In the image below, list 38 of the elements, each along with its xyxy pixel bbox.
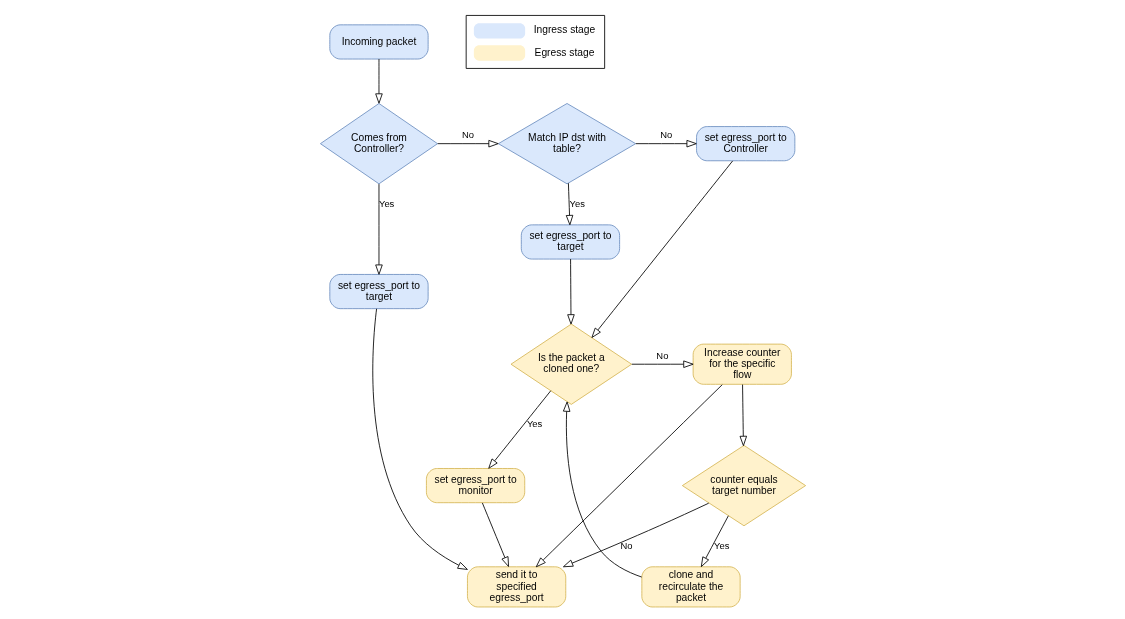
arrow [487,390,551,469]
edge-label: No [655,349,668,361]
node-box: Increase counter for the specific flow [692,343,792,385]
node-box: set egress_port to target [520,224,620,260]
node-box: clone and recirculate the packet [640,566,741,608]
arrow [565,182,573,226]
arrow [374,183,383,275]
arrow [562,401,642,578]
edge-label: Yes [378,197,394,209]
node-diamond: Match IP dst with table? [497,103,636,185]
node-diamond: Is the packet a cloned one? [510,323,632,405]
node-diamond: counter equals target number [681,445,806,527]
arrow [436,139,499,148]
arrow [630,360,694,368]
node-box: send it to specified egress_port [466,566,566,608]
arrow [739,384,747,447]
edge-label: Yes [713,539,729,551]
arrow [535,384,723,568]
edge-label: Yes [526,418,542,430]
arrow [591,160,733,338]
legend-label: Egress stage [534,46,594,58]
edge-label: No [619,539,632,551]
edge-label: No [461,129,474,141]
edge-label: No [659,129,672,141]
arrow [374,58,383,104]
arrow [481,502,509,567]
node-box: set egress_port to monitor [425,468,525,504]
arrow [371,308,468,570]
arrow [566,258,575,325]
arrow [700,515,729,568]
node-box: set egress_port to Controller [695,126,795,162]
node-box: set egress_port to target [328,274,429,310]
node-diamond: Comes from Controller? [319,103,438,185]
legend-label: Ingress stage [533,24,595,36]
arrow [634,139,697,148]
arrow [562,502,709,568]
edge-label: Yes [569,197,585,209]
node-box: Incoming packet [328,24,429,60]
